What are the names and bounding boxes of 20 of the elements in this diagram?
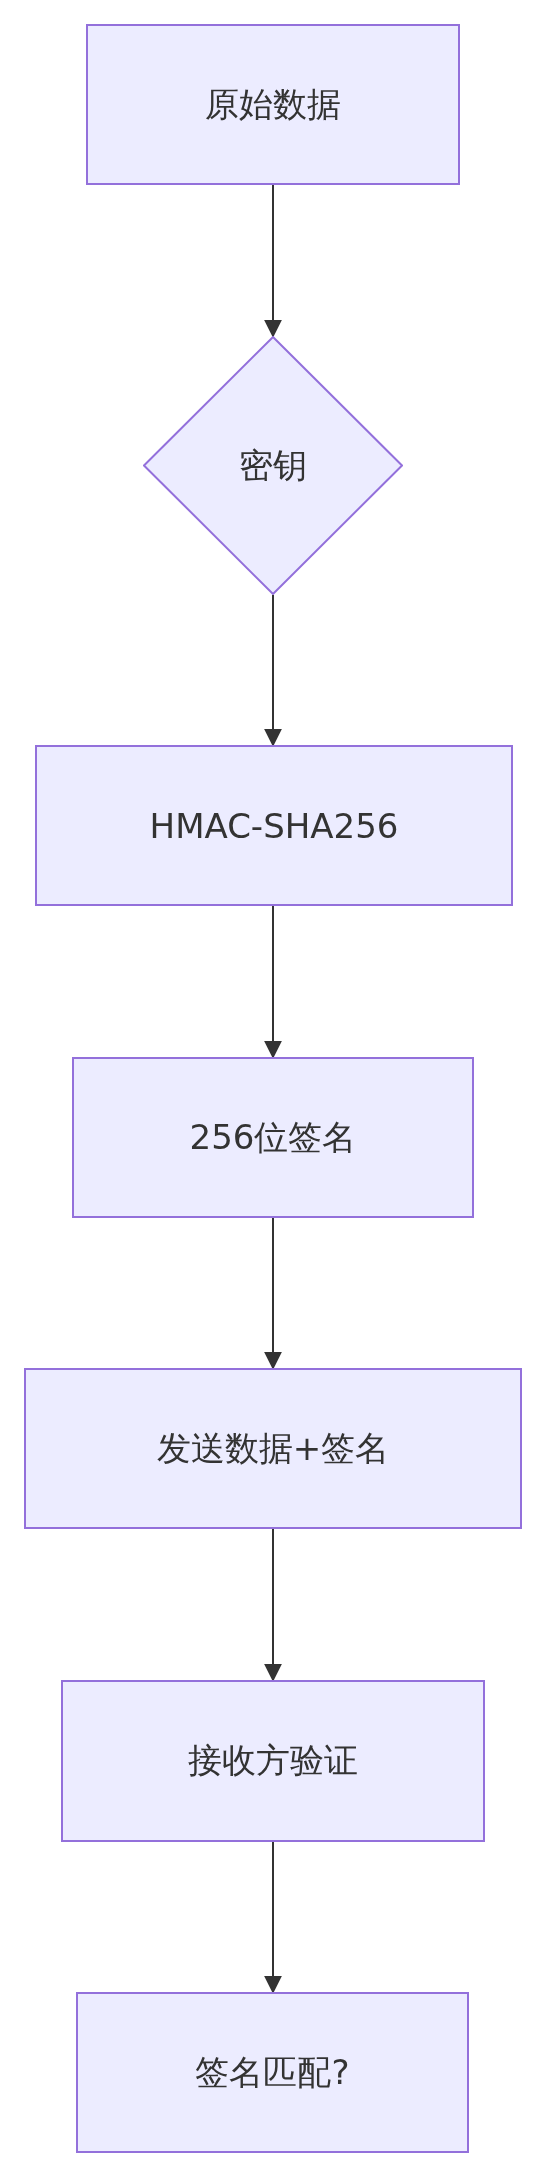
- arrow: [264, 184, 282, 338]
- node-label: 256位签名: [189, 1115, 357, 1159]
- node-label: 接收方验证: [188, 1739, 358, 1782]
- process-box: [76, 1992, 469, 2153]
- arrow: [264, 594, 282, 747]
- node-label: HMAC-SHA256: [149, 805, 399, 846]
- decision-diamond: [143, 336, 403, 595]
- arrow: [264, 1528, 282, 1682]
- arrow: [264, 1841, 282, 1994]
- process-box: [35, 745, 513, 906]
- process-box: [72, 1057, 474, 1218]
- process-box: [24, 1368, 522, 1529]
- node-label: 密钥: [239, 443, 307, 487]
- node-label: 原始数据: [205, 82, 341, 126]
- process-box: [61, 1680, 485, 1842]
- arrow: [264, 905, 282, 1059]
- process-box: [86, 24, 460, 185]
- node-label: 发送数据+签名: [156, 1426, 390, 1470]
- node-label: 签名匹配?: [195, 2050, 350, 2094]
- arrow: [264, 1217, 282, 1370]
